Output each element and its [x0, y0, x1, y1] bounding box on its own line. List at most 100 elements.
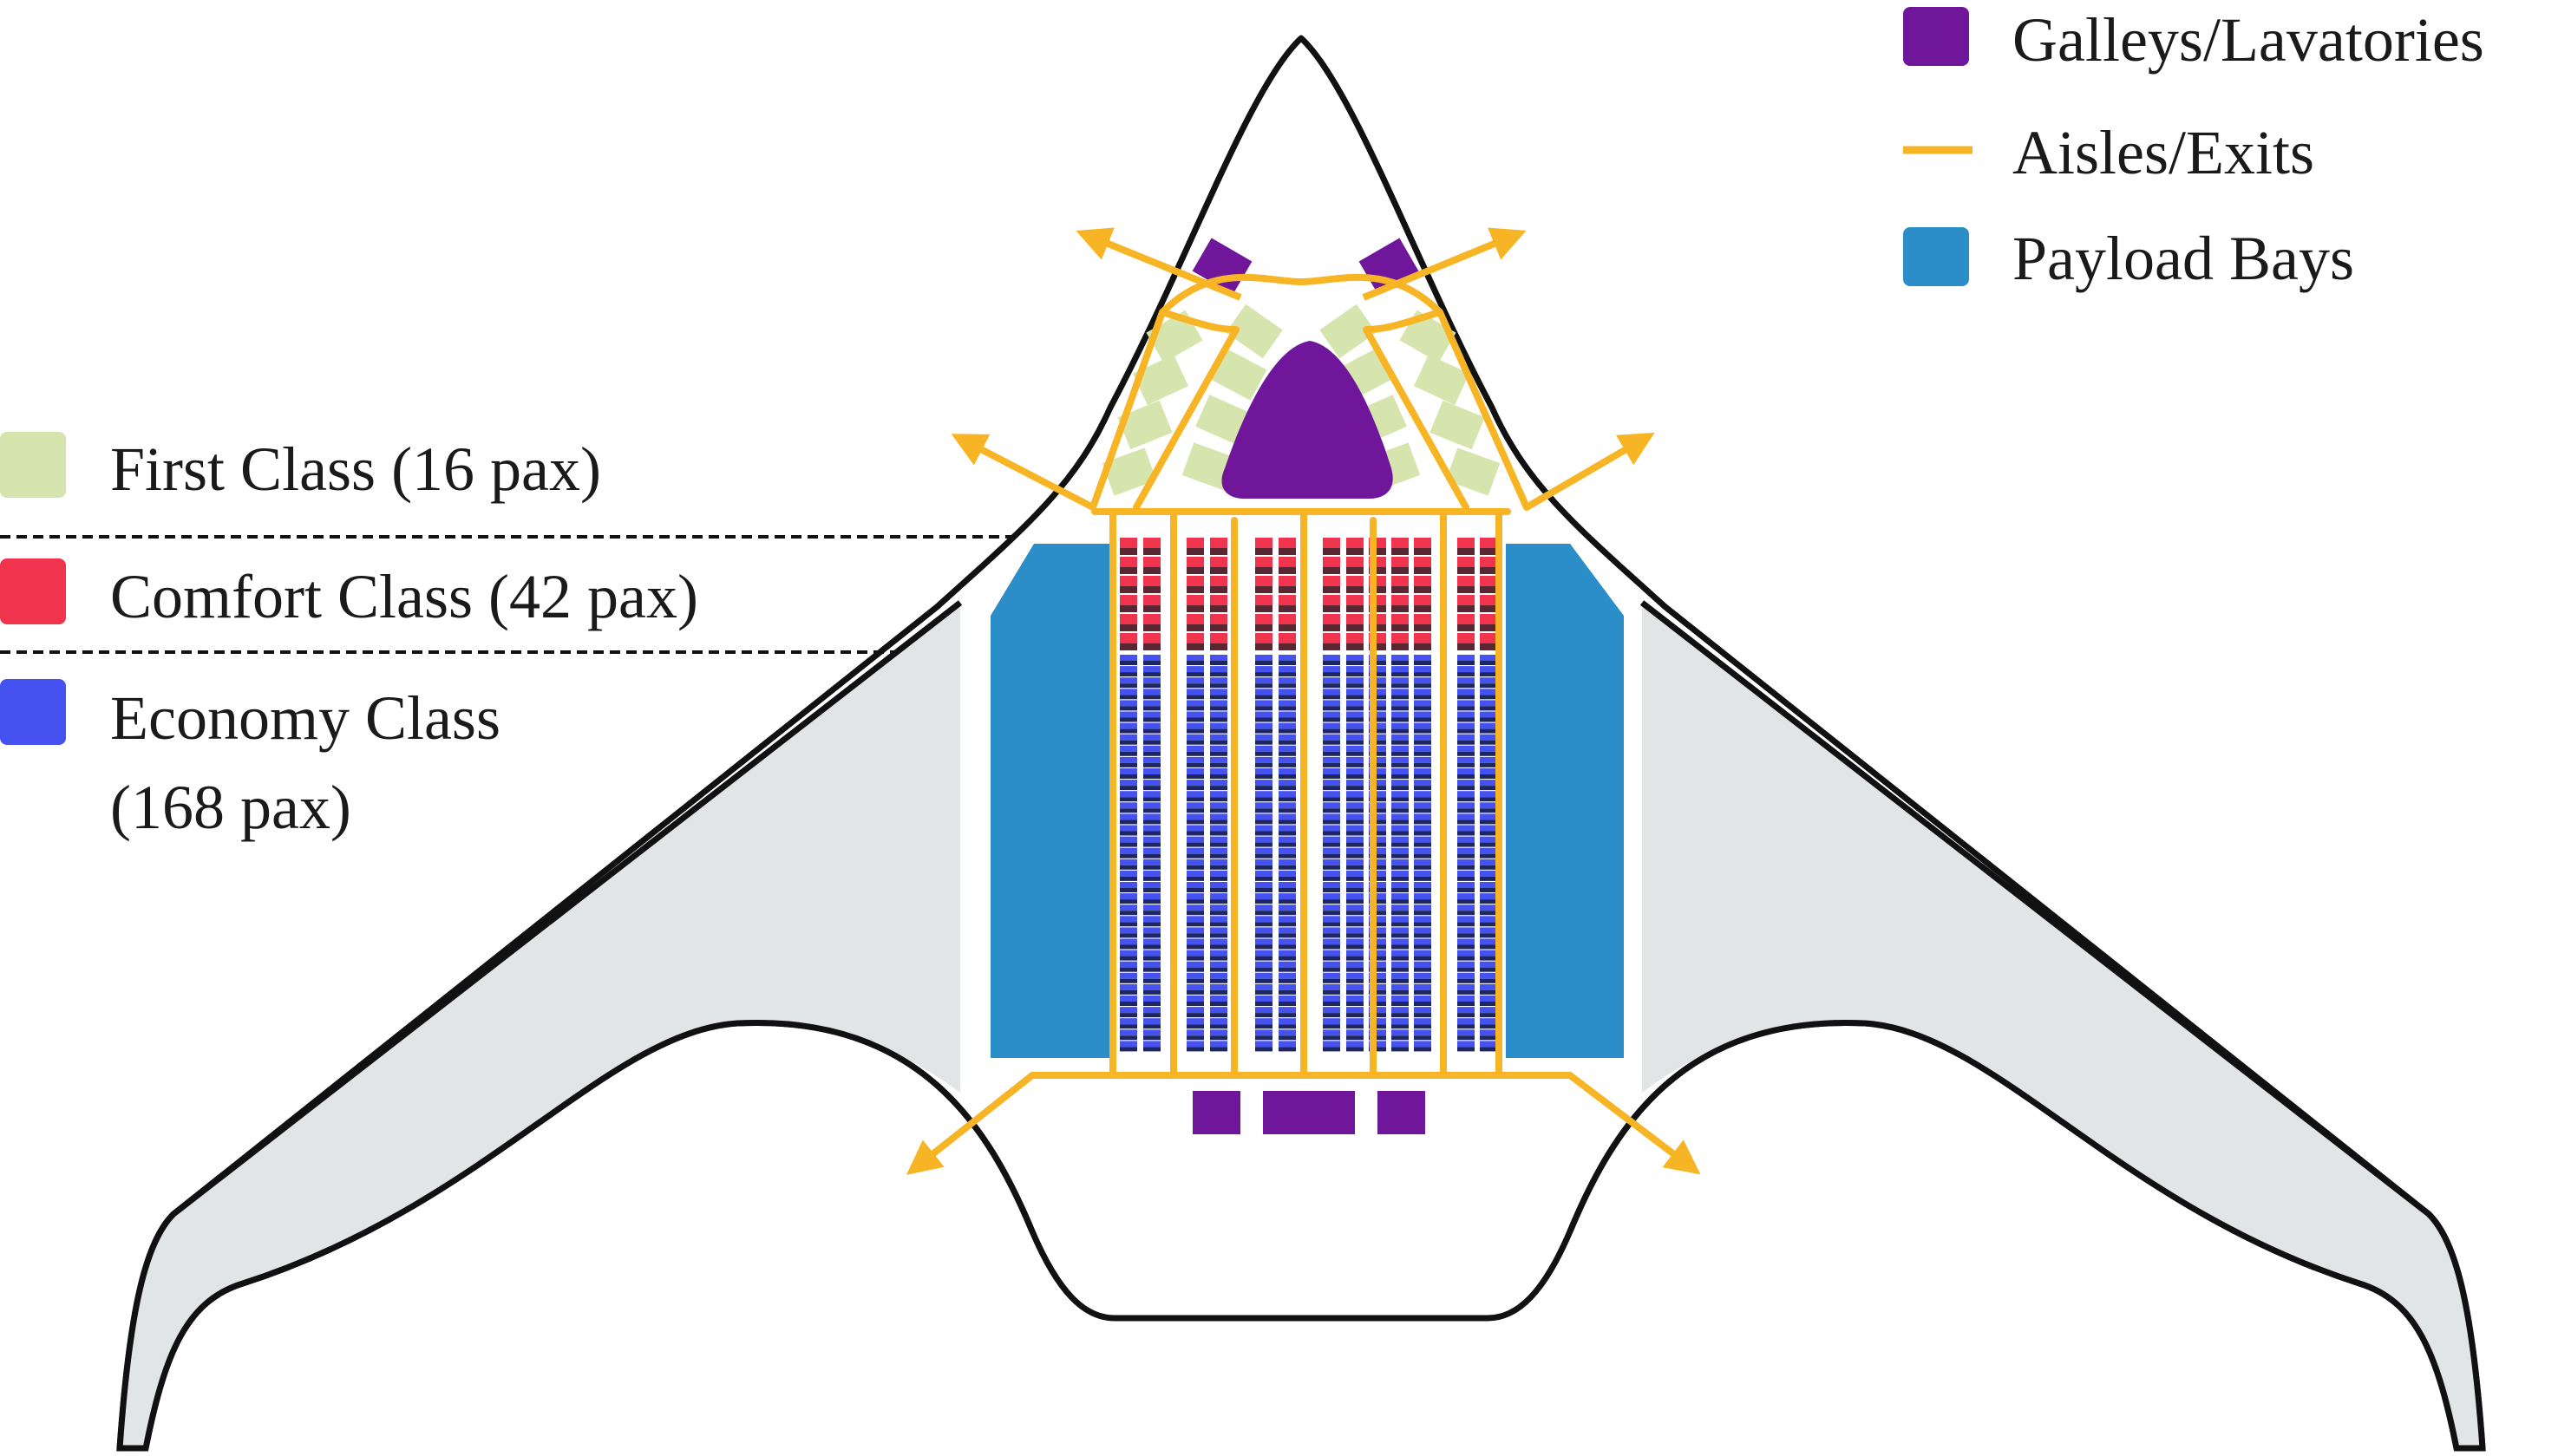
economy-seat	[1120, 916, 1137, 923]
economy-seat	[1414, 1018, 1431, 1025]
economy-seat	[1210, 882, 1227, 888]
economy-seat-back	[1346, 911, 1364, 916]
economy-seat-back	[1210, 1002, 1227, 1006]
comfort-seat	[1187, 595, 1204, 605]
economy-seat-back	[1323, 695, 1340, 700]
economy-seat-back	[1120, 672, 1137, 677]
economy-seat-back	[1346, 933, 1364, 938]
comfort-seat-back	[1120, 586, 1137, 593]
economy-seat	[1391, 927, 1409, 934]
economy-seat	[1369, 745, 1386, 752]
economy-seat-back	[1323, 956, 1340, 961]
economy-seat	[1120, 825, 1137, 832]
economy-seat	[1187, 882, 1204, 888]
economy-seat-back	[1120, 774, 1137, 779]
economy-seat	[1120, 655, 1137, 661]
comfort-seat	[1414, 576, 1431, 586]
economy-seat-back	[1255, 797, 1272, 802]
economy-seat-back	[1369, 1047, 1386, 1052]
economy-seat-back	[1279, 786, 1296, 791]
economy-seat	[1187, 700, 1204, 707]
economy-seat-back	[1323, 978, 1340, 983]
left-wing-fill	[120, 603, 960, 1448]
economy-seat	[1187, 689, 1204, 695]
economy-seat	[1480, 689, 1497, 695]
economy-seat	[1391, 893, 1409, 900]
legend-swatch-comfort-class	[0, 558, 66, 624]
economy-seat-back	[1457, 672, 1475, 677]
comfort-seat-back	[1279, 643, 1296, 650]
economy-seat	[1346, 780, 1364, 787]
economy-seat	[1279, 655, 1296, 661]
economy-seat	[1457, 802, 1475, 809]
economy-seat-back	[1346, 1002, 1364, 1006]
economy-seat	[1255, 983, 1272, 990]
economy-seat-back	[1143, 899, 1161, 904]
comfort-seat-back	[1279, 586, 1296, 593]
economy-seat-back	[1120, 842, 1137, 847]
economy-seat-back	[1279, 876, 1296, 881]
economy-seat	[1414, 768, 1431, 774]
economy-seat-back	[1255, 751, 1272, 756]
economy-seat-back	[1255, 944, 1272, 950]
economy-seat	[1346, 1041, 1364, 1048]
economy-seat	[1457, 893, 1475, 900]
economy-seat-back	[1187, 728, 1204, 734]
economy-seat-back	[1323, 944, 1340, 950]
economy-seat-back	[1369, 728, 1386, 734]
comfort-seat-back	[1391, 605, 1409, 612]
comfort-seat-back	[1346, 624, 1364, 631]
economy-seat	[1279, 813, 1296, 820]
economy-seat	[1414, 677, 1431, 684]
economy-seat-back	[1143, 978, 1161, 983]
economy-seat-back	[1187, 661, 1204, 665]
economy-seat	[1210, 836, 1227, 843]
economy-seat	[1457, 847, 1475, 854]
economy-seat-back	[1187, 1013, 1204, 1018]
economy-seat	[1279, 882, 1296, 888]
comfort-seat-back	[1120, 643, 1137, 650]
economy-seat-back	[1255, 706, 1272, 711]
economy-seat	[1279, 756, 1296, 763]
economy-seat	[1346, 825, 1364, 832]
economy-seat	[1346, 1007, 1364, 1014]
economy-seat-back	[1391, 661, 1409, 665]
economy-seat	[1323, 825, 1340, 832]
economy-seat	[1414, 666, 1431, 673]
economy-seat	[1187, 825, 1204, 832]
economy-seat-back	[1279, 911, 1296, 916]
economy-seat-back	[1120, 888, 1137, 892]
economy-seat-back	[1346, 899, 1364, 904]
economy-seat	[1255, 847, 1272, 854]
economy-seat-back	[1414, 853, 1431, 859]
economy-seat	[1279, 734, 1296, 741]
economy-seat-back	[1120, 978, 1137, 983]
economy-seat	[1323, 847, 1340, 854]
economy-seat	[1210, 768, 1227, 774]
economy-seat	[1120, 791, 1137, 798]
economy-seat	[1480, 904, 1497, 911]
economy-seat	[1255, 1007, 1272, 1014]
economy-seat	[1480, 756, 1497, 763]
economy-seat-back	[1391, 740, 1409, 745]
economy-seat-back	[1279, 1047, 1296, 1052]
comfort-seat-back	[1369, 643, 1386, 650]
economy-seat-back	[1369, 672, 1386, 677]
economy-seat	[1120, 802, 1137, 809]
first-seat	[1429, 400, 1485, 450]
economy-seat	[1210, 859, 1227, 865]
economy-seat-back	[1187, 911, 1204, 916]
economy-seat	[1391, 1029, 1409, 1036]
economy-seat	[1120, 859, 1137, 865]
economy-seat-back	[1143, 695, 1161, 700]
economy-seat	[1480, 655, 1497, 661]
economy-seat	[1279, 745, 1296, 752]
comfort-seat-back	[1255, 586, 1272, 593]
economy-seat	[1143, 734, 1161, 741]
economy-seat	[1457, 825, 1475, 832]
legend-label-galleys: Galleys/Lavatories	[2012, 5, 2484, 75]
economy-seat-back	[1480, 865, 1497, 870]
economy-seat	[1120, 1041, 1137, 1048]
comfort-seat-back	[1187, 567, 1204, 574]
economy-seat	[1210, 802, 1227, 809]
